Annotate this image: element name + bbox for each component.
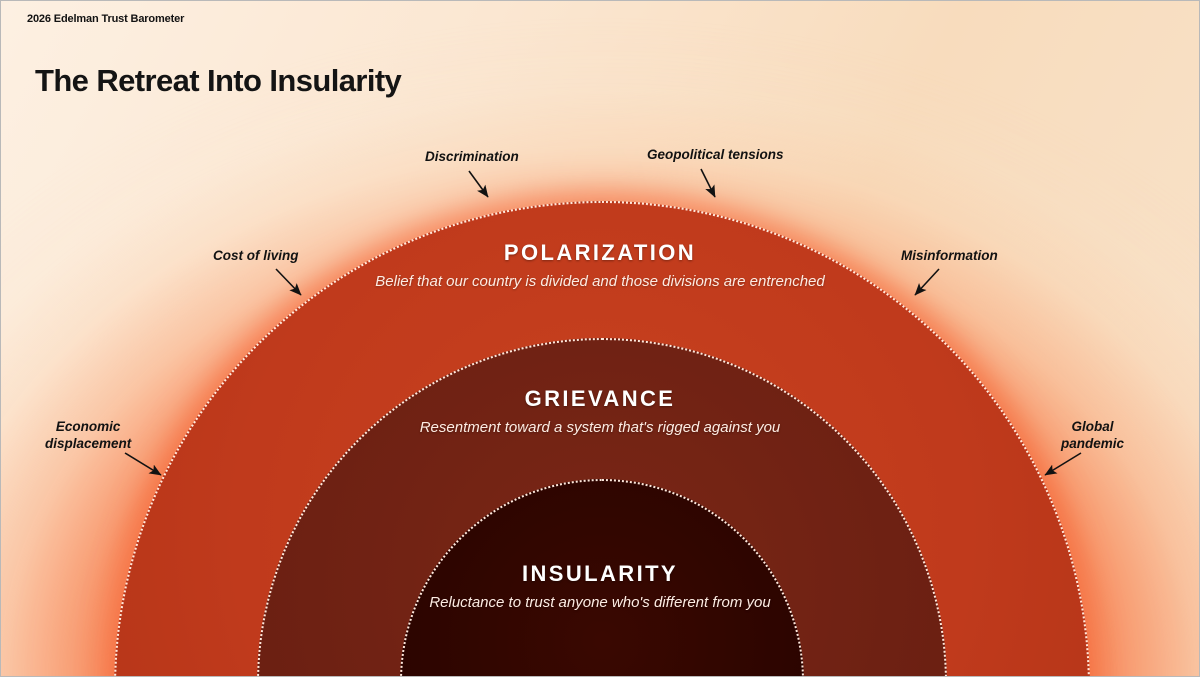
callout-economic-displacement: Economic displacement (45, 419, 132, 451)
callout-cost-of-living: Cost of living (213, 248, 299, 263)
callout-geopolitical-tensions: Geopolitical tensions (647, 147, 784, 162)
callout-global-pandemic: Global pandemic (1061, 419, 1125, 451)
brand-label: 2026 Edelman Trust Barometer (27, 13, 185, 25)
callout-discrimination: Discrimination (425, 149, 519, 164)
callout-misinformation: Misinformation (901, 248, 998, 263)
page-title: The Retreat Into Insularity (35, 63, 402, 98)
